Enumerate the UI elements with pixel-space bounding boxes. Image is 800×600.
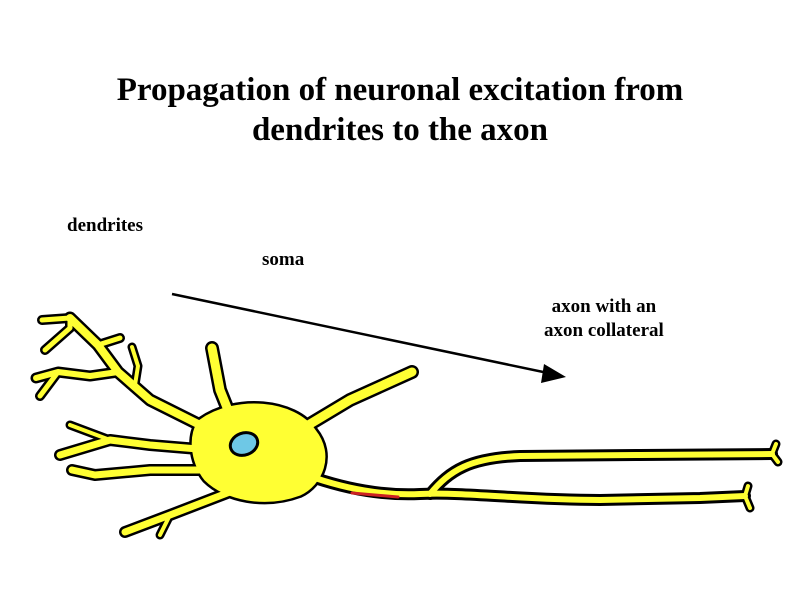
neuron <box>36 318 778 535</box>
propagation-arrow <box>172 294 566 383</box>
